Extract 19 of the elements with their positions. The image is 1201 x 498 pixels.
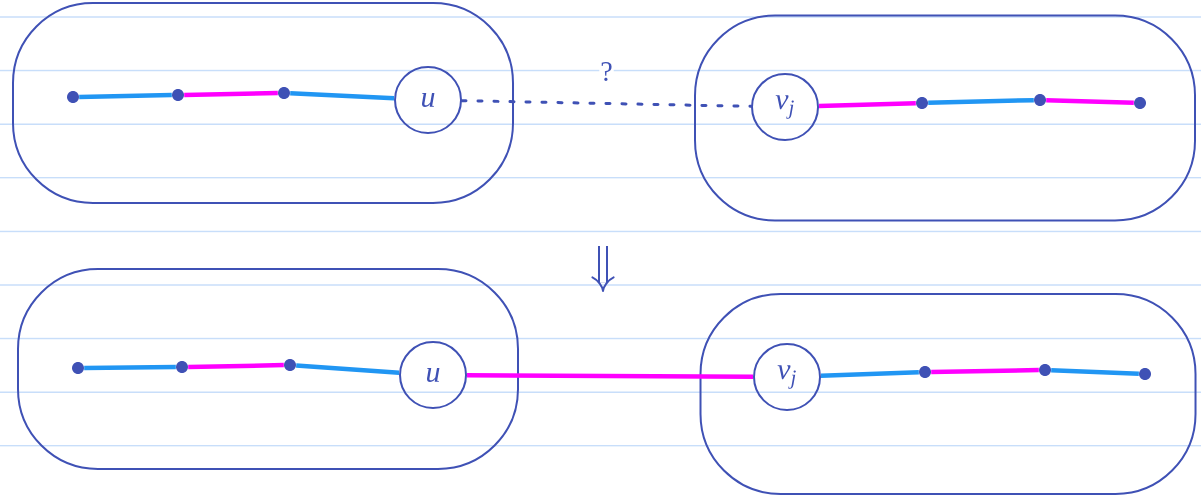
edge-label: ? <box>599 61 614 82</box>
edge <box>928 97 1034 106</box>
edge <box>84 364 176 371</box>
blob <box>694 14 1196 222</box>
edge <box>818 100 916 109</box>
blob <box>699 293 1197 495</box>
blob <box>17 268 519 470</box>
blob <box>12 2 514 204</box>
edge <box>184 90 278 98</box>
edge <box>290 91 395 101</box>
edge <box>1051 368 1139 376</box>
edge <box>931 367 1039 375</box>
edge <box>460 99 753 108</box>
edge <box>296 363 400 375</box>
edge <box>79 92 172 100</box>
edge <box>820 370 919 378</box>
edge <box>1046 97 1134 106</box>
edge <box>188 362 284 370</box>
edge <box>467 372 753 380</box>
